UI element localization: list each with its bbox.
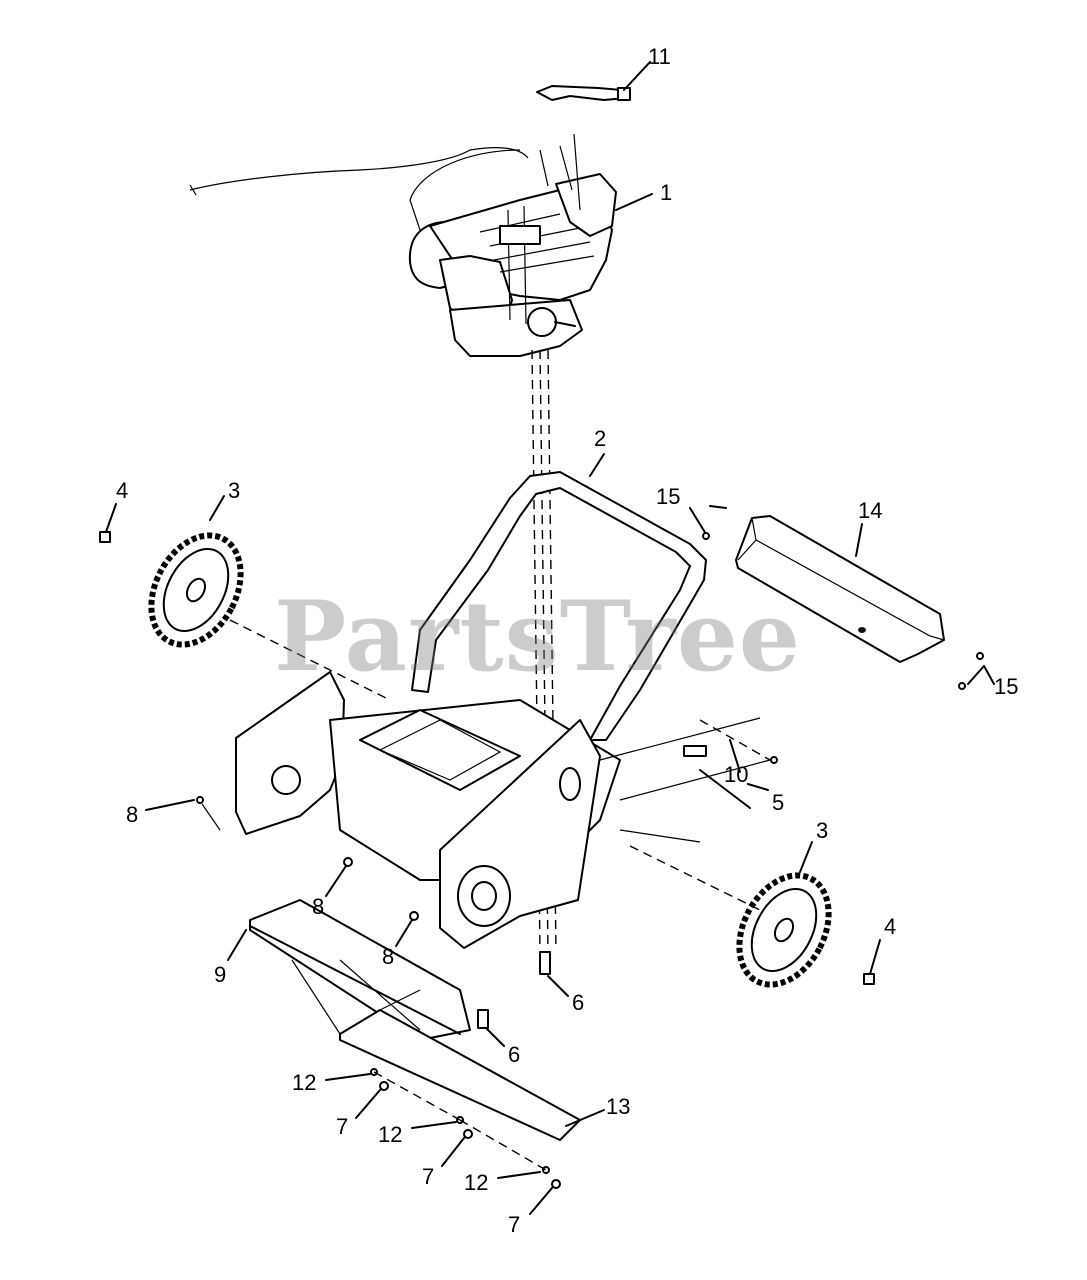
wheel-part-left: [148, 495, 244, 648]
callout-15b: 15: [994, 674, 1019, 699]
callout-4a: 4: [116, 478, 129, 503]
hex-nut-part: [355, 1071, 561, 1215]
engine-part: [189, 133, 653, 357]
chassis-part: [235, 671, 771, 949]
callout-6a: 6: [572, 990, 585, 1015]
callout-8c: 8: [382, 944, 395, 969]
callout-8b: 8: [312, 894, 325, 919]
callout-10: 10: [724, 762, 749, 787]
nut-part: [99, 503, 881, 985]
axle-hardware-part: [683, 719, 778, 809]
throttle-lever-part: [536, 61, 651, 101]
callout-4b: 4: [884, 914, 897, 939]
watermark-text: PartsTree: [274, 580, 801, 693]
callout-12a: 12: [292, 1070, 317, 1095]
wheel-part-right: [736, 841, 832, 988]
callout-3a: 3: [228, 478, 241, 503]
lower-guard-part: [291, 959, 605, 1141]
skid-plate-part: [227, 899, 471, 1041]
callout-6b: 6: [508, 1042, 521, 1067]
callout-7b: 7: [422, 1164, 435, 1189]
callout-2: 2: [594, 426, 607, 451]
callout-15a: 15: [656, 484, 681, 509]
callout-12b: 12: [378, 1122, 403, 1147]
bolt-part: [477, 951, 569, 1047]
callout-9: 9: [214, 962, 227, 987]
callout-5: 5: [772, 790, 785, 815]
callout-7a: 7: [336, 1114, 349, 1139]
bracket-part: [735, 515, 945, 663]
callout-13: 13: [606, 1094, 631, 1119]
callout-12c: 12: [464, 1170, 489, 1195]
wheel-axis-lines: [229, 619, 761, 911]
callout-1: 1: [660, 180, 673, 205]
callout-3b: 3: [816, 818, 829, 843]
callout-14: 14: [858, 498, 883, 523]
pin-part: [145, 796, 419, 947]
callout-8a: 8: [126, 802, 139, 827]
screw-part: [689, 505, 995, 690]
callout-11: 11: [648, 44, 671, 69]
callout-7c: 7: [508, 1212, 521, 1237]
